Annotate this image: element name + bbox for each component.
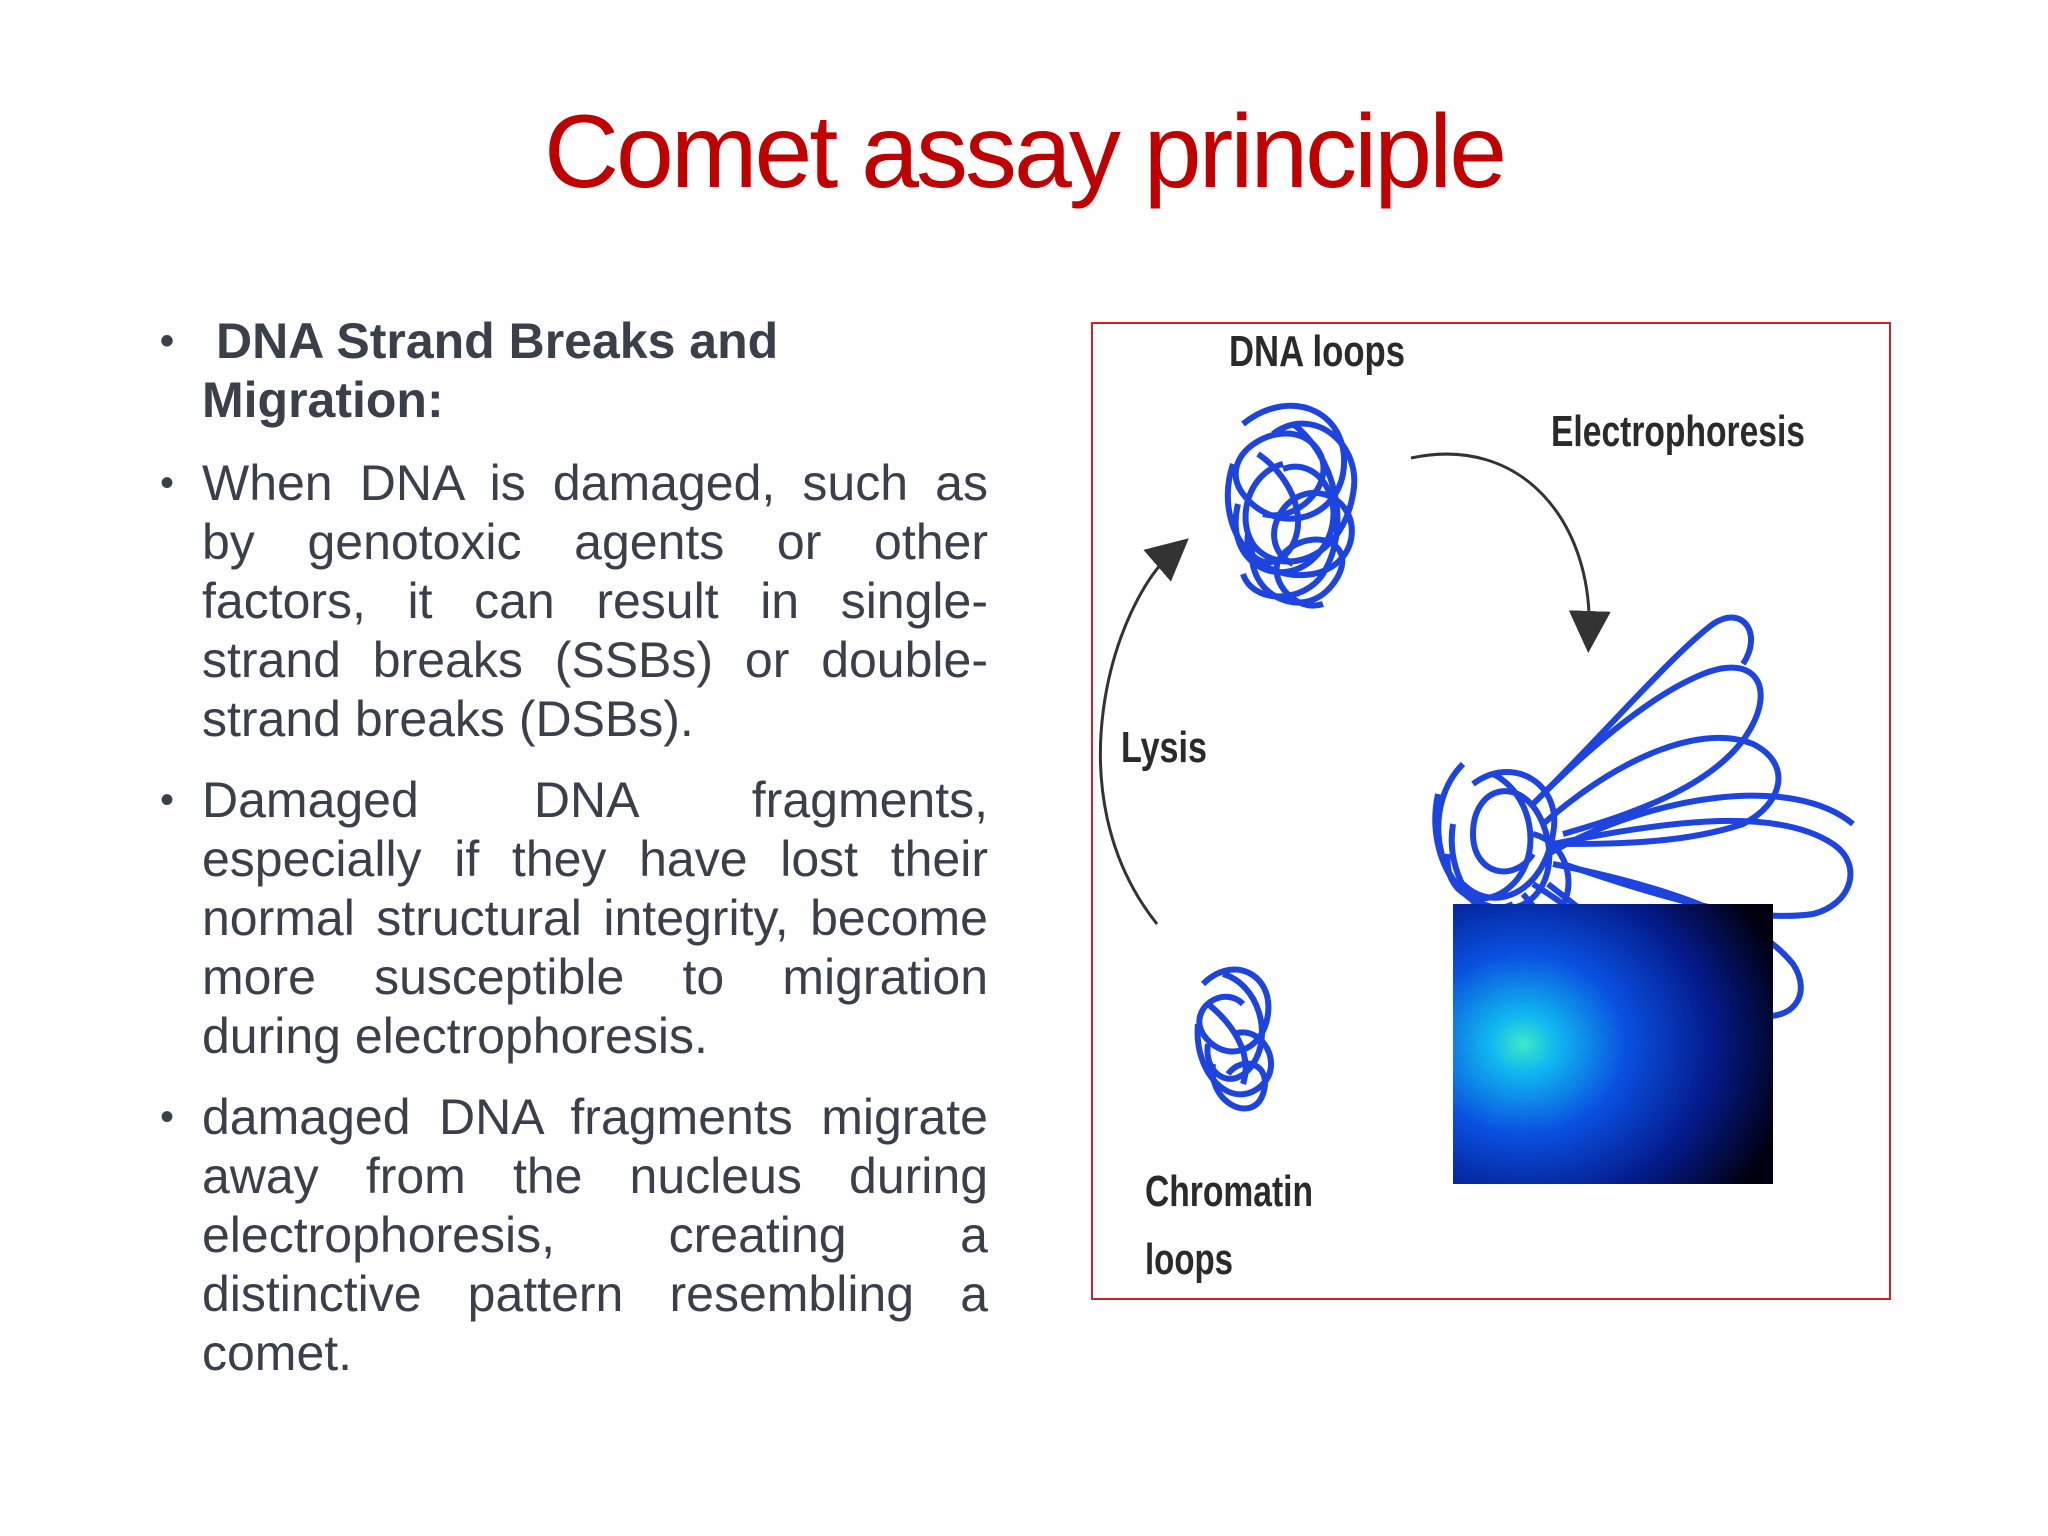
label-loops: loops <box>1145 1235 1233 1284</box>
label-dna-loops: DNA loops <box>1229 327 1405 376</box>
label-lysis: Lysis <box>1121 723 1207 772</box>
bullet-item-dna-damage: When DNA is damaged, such as by genotoxi… <box>160 454 988 749</box>
comet-assay-figure: DNA loops Electrophoresis Lysis Chromati… <box>1091 322 1891 1300</box>
bullet-heading: DNA Strand Breaks and Migration: <box>160 312 988 430</box>
comet-assay-diagram: DNA loops Electrophoresis Lysis Chromati… <box>1098 327 1855 1284</box>
label-electrophoresis: Electrophoresis <box>1551 407 1805 456</box>
bullet-list: DNA Strand Breaks and Migration: When DN… <box>160 312 988 1405</box>
comet-fluorescence-image <box>1453 904 1773 1184</box>
label-chromatin: Chromatin <box>1145 1167 1313 1216</box>
bullet-item-comet-pattern: damaged DNA fragments migrate away from … <box>160 1088 988 1383</box>
lysis-arrow-icon <box>1098 538 1189 925</box>
slide-title: Comet assay principle <box>543 94 1507 210</box>
dna-loops-icon <box>1224 402 1358 609</box>
chromatin-loops-icon <box>1194 966 1275 1112</box>
electrophoresis-arrow-icon <box>1410 452 1611 653</box>
bullet-heading-text: DNA Strand Breaks and Migration: <box>202 313 779 428</box>
bullet-item-migration: Damaged DNA fragments, especially if the… <box>160 771 988 1066</box>
